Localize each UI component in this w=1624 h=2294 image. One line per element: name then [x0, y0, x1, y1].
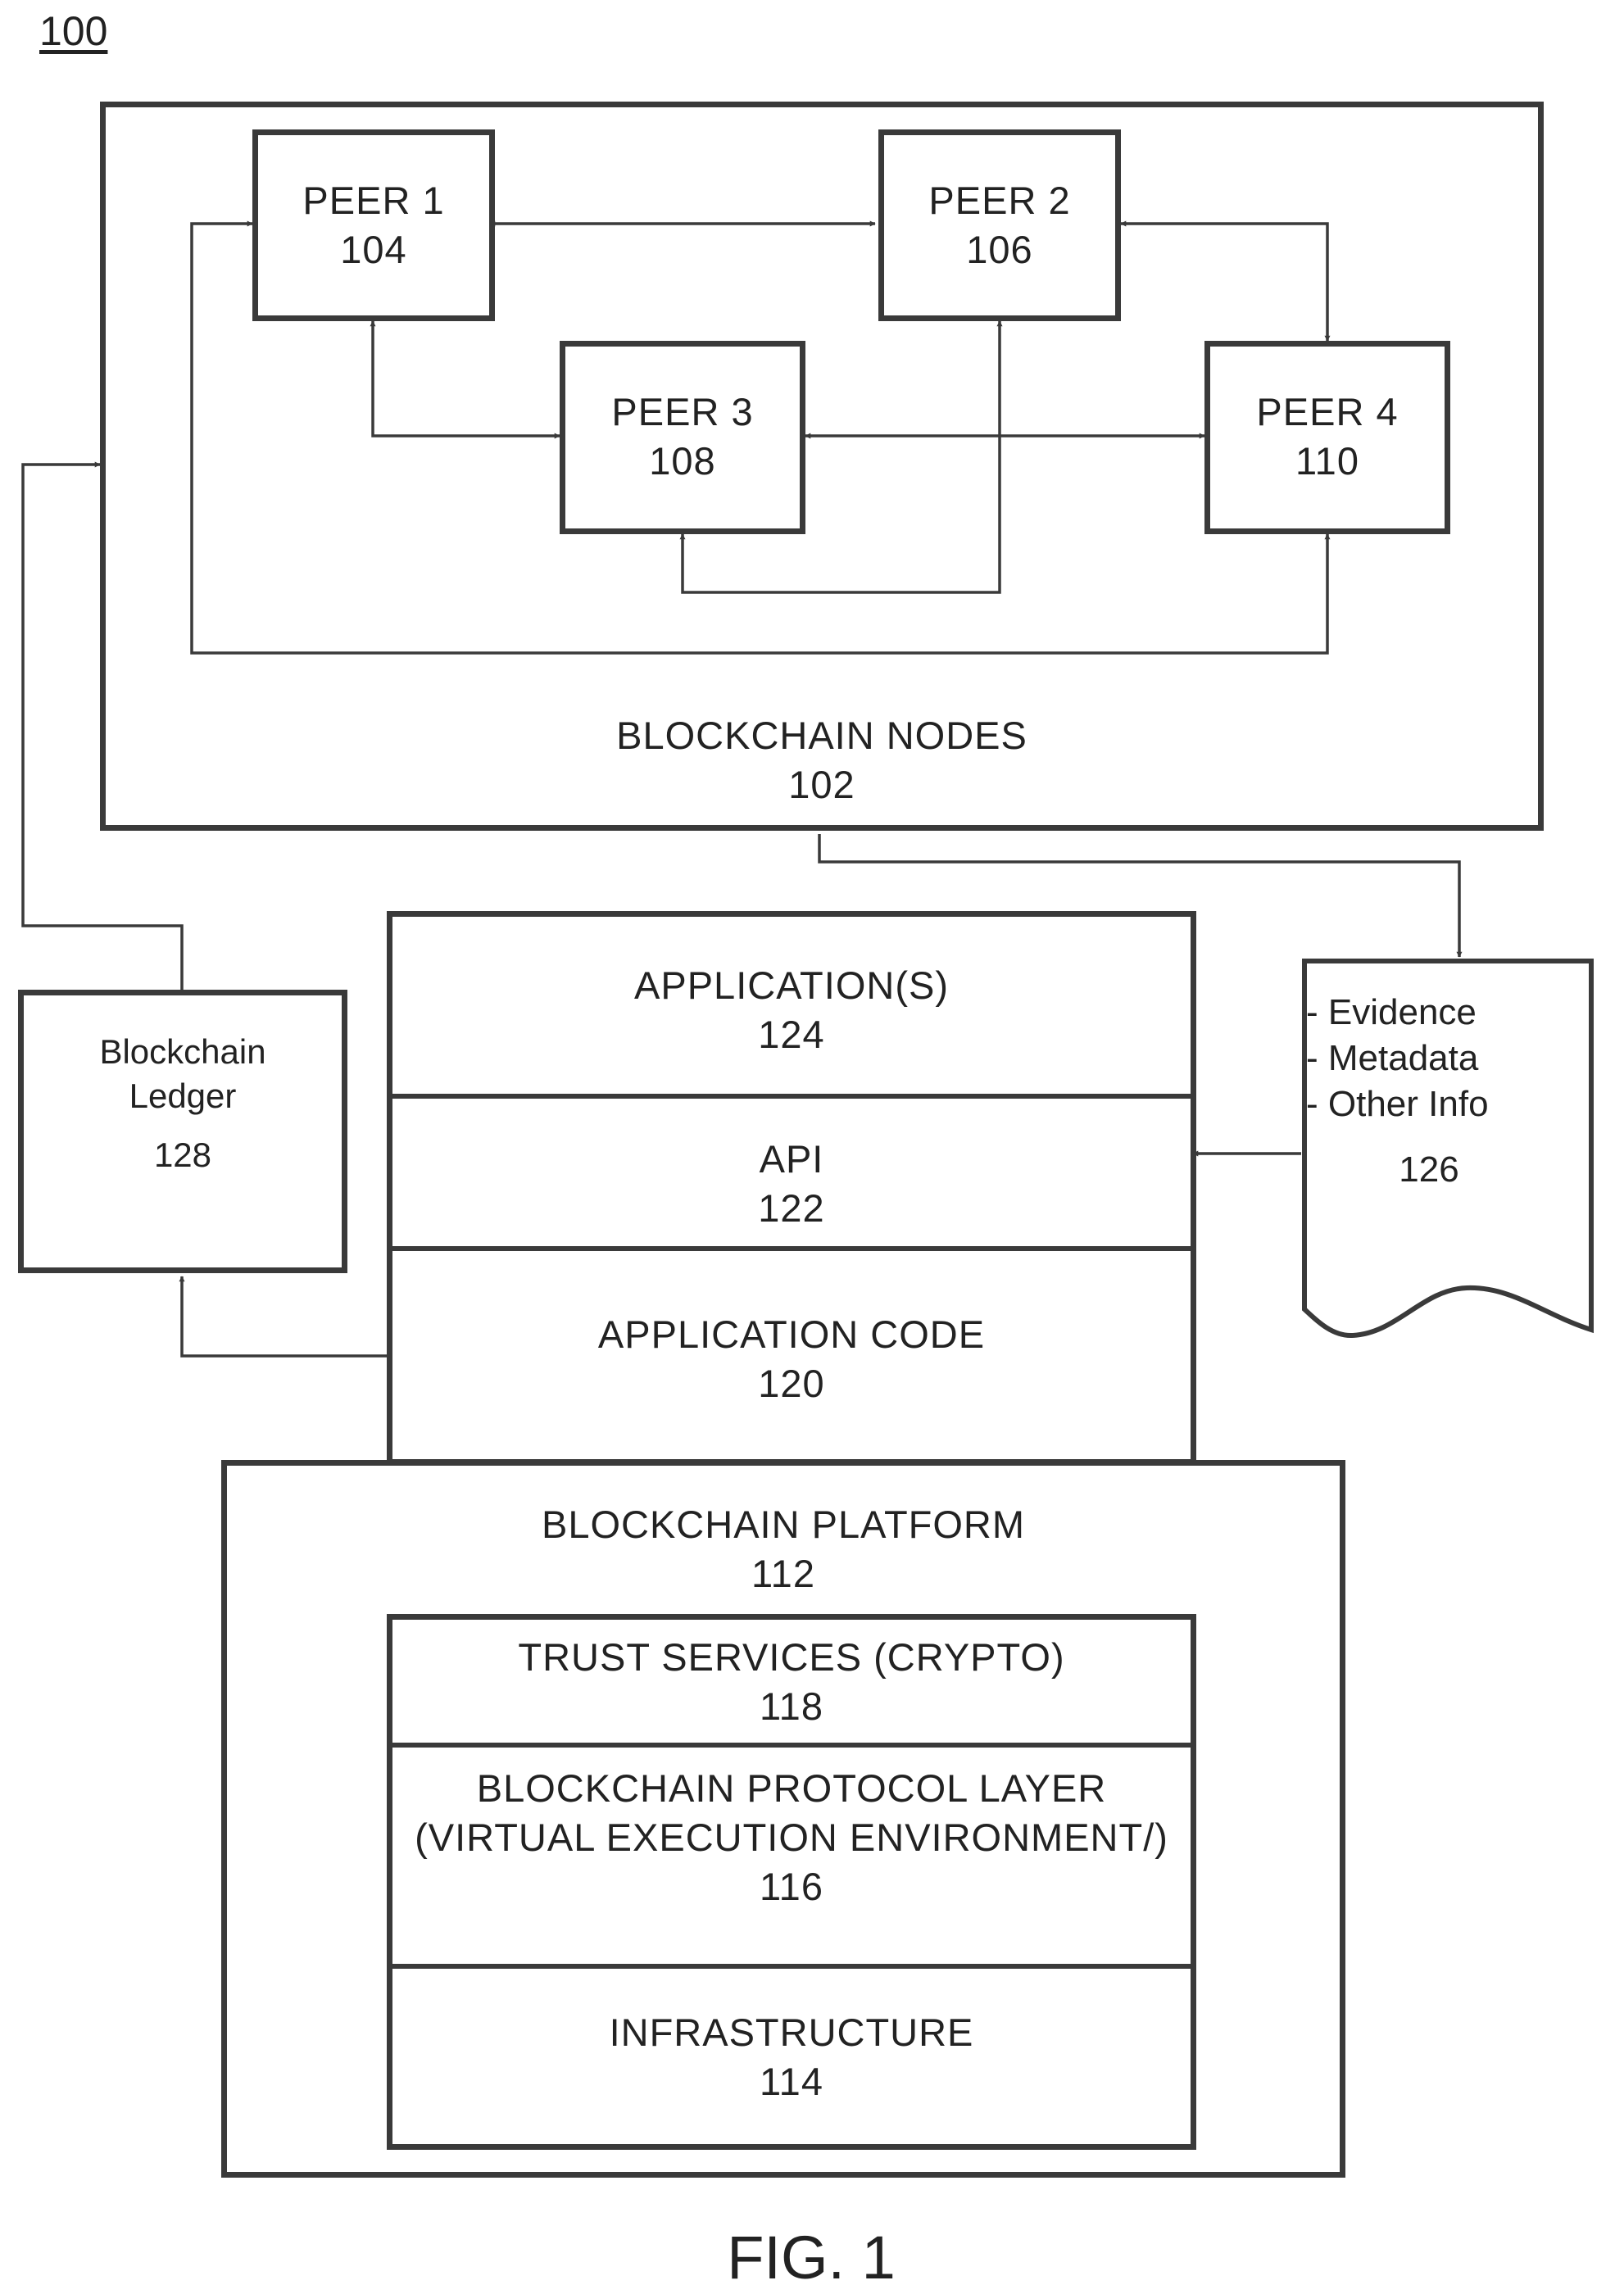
- protocol-layer: BLOCKCHAIN PROTOCOL LAYER (VIRTUAL EXECU…: [392, 1748, 1191, 1969]
- peer-1-box: PEER 1 104: [252, 129, 495, 321]
- infrastructure-layer: INFRASTRUCTURE 114: [392, 1969, 1191, 2144]
- infrastructure-ref: 114: [392, 2057, 1191, 2106]
- application-layer-name: APPLICATION(S): [392, 961, 1191, 1010]
- protocol-layer-line1: BLOCKCHAIN PROTOCOL LAYER: [392, 1764, 1191, 1813]
- platform-inner-stack: TRUST SERVICES (CRYPTO) 118 BLOCKCHAIN P…: [387, 1614, 1196, 2150]
- figure-reference: 100: [39, 7, 107, 56]
- application-stack-box: APPLICATION(S) 124 API 122 APPLICATION C…: [387, 911, 1196, 1465]
- protocol-layer-line2: (VIRTUAL EXECUTION ENVIRONMENT/): [392, 1813, 1191, 1862]
- figure-caption: FIG. 1: [639, 2225, 983, 2291]
- trust-services-name: TRUST SERVICES (CRYPTO): [392, 1633, 1191, 1682]
- document-item-metadata: - Metadata: [1306, 1036, 1552, 1081]
- peer-1-name: PEER 1: [258, 176, 489, 225]
- peer-2-name: PEER 2: [884, 176, 1115, 225]
- peer-3-label: PEER 3 108: [565, 388, 800, 486]
- application-code-layer: APPLICATION CODE 120: [392, 1251, 1191, 1459]
- peer-1-ref: 104: [258, 225, 489, 274]
- application-layer: APPLICATION(S) 124: [392, 917, 1191, 1099]
- api-layer-name: API: [392, 1135, 1191, 1184]
- ledger-line2: Ledger: [24, 1074, 342, 1118]
- infrastructure-name: INFRASTRUCTURE: [392, 2008, 1191, 2057]
- application-code-ref: 120: [392, 1359, 1191, 1408]
- peer-4-name: PEER 4: [1210, 388, 1445, 437]
- blockchain-nodes-label: BLOCKCHAIN NODES 102: [100, 711, 1544, 809]
- trust-services-ref: 118: [392, 1682, 1191, 1731]
- document-content: - Evidence - Metadata - Other Info 126: [1306, 990, 1552, 1193]
- blockchain-platform-label: BLOCKCHAIN PLATFORM 112: [227, 1500, 1340, 1598]
- protocol-layer-ref: 116: [392, 1862, 1191, 1911]
- blockchain-platform-ref: 112: [227, 1549, 1340, 1598]
- peer-4-ref: 110: [1210, 437, 1445, 486]
- application-layer-ref: 124: [392, 1010, 1191, 1059]
- blockchain-ledger-box: Blockchain Ledger 128: [18, 990, 347, 1273]
- blockchain-ledger-label: Blockchain Ledger 128: [24, 1030, 342, 1177]
- peer-3-name: PEER 3: [565, 388, 800, 437]
- api-layer-ref: 122: [392, 1184, 1191, 1233]
- blockchain-nodes-title: BLOCKCHAIN NODES: [100, 711, 1544, 760]
- peer-2-label: PEER 2 106: [884, 176, 1115, 274]
- ledger-line1: Blockchain: [24, 1030, 342, 1074]
- trust-services-layer: TRUST SERVICES (CRYPTO) 118: [392, 1620, 1191, 1748]
- peer-1-label: PEER 1 104: [258, 176, 489, 274]
- blockchain-nodes-ref: 102: [100, 760, 1544, 809]
- application-code-name: APPLICATION CODE: [392, 1310, 1191, 1359]
- peer-3-ref: 108: [565, 437, 800, 486]
- document-ref: 126: [1306, 1147, 1552, 1193]
- peer-2-ref: 106: [884, 225, 1115, 274]
- api-layer: API 122: [392, 1099, 1191, 1251]
- peer-4-box: PEER 4 110: [1204, 341, 1450, 534]
- document-item-other-info: - Other Info: [1306, 1081, 1552, 1127]
- link-appcode-ledger: [182, 1276, 390, 1356]
- document-item-evidence: - Evidence: [1306, 990, 1552, 1036]
- peer-2-box: PEER 2 106: [878, 129, 1121, 321]
- peer-3-box: PEER 3 108: [560, 341, 805, 534]
- peer-4-label: PEER 4 110: [1210, 388, 1445, 486]
- ledger-ref: 128: [24, 1133, 342, 1177]
- blockchain-platform-title: BLOCKCHAIN PLATFORM: [227, 1500, 1340, 1549]
